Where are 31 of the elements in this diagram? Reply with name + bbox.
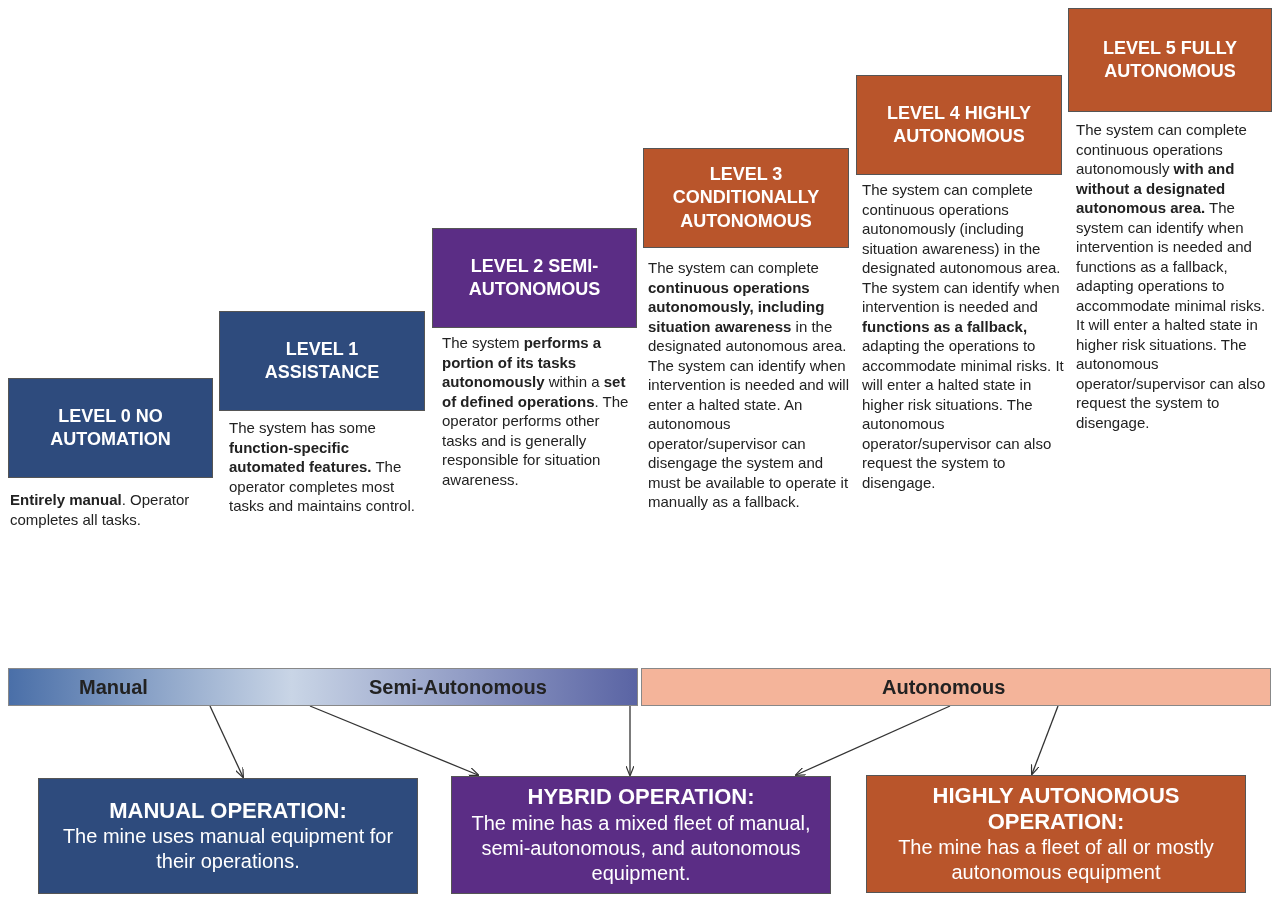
operation-box xyxy=(451,776,831,894)
level-box: LEVEL 1 ASSISTANCE xyxy=(219,311,425,411)
operation-heading: MANUAL OPERATION: xyxy=(109,797,347,825)
level-box: LEVEL 0 NO AUTOMATION xyxy=(8,378,213,478)
bar-label: Autonomous xyxy=(882,676,1006,699)
level-description: The system can complete continuous operations autonomously with and without a designated autonomous area. The system can identify when intervention is needed and functions as a fallback, adapting operations to accommodate minimal risks. It will enter a halted state in higher risk situations. The autonomous operator/supervisor can also request the system to disengage. xyxy=(1076,120,1267,432)
level-description: The system can complete continuous operations autonomously (including situation awareness) in the designated autonomous area. The system can identify when intervention is needed and functions as a fallback, adapting the operations to accommodate minimal risks. It will enter a halted state in higher risk situations. The autonomous operator/supervisor can also request the system to disengage. xyxy=(862,180,1065,492)
level-description: Entirely manual. Operator completes all tasks. xyxy=(10,490,191,529)
level-box: LEVEL 3 CONDITIONALLY AUTONOMOUS xyxy=(643,148,849,248)
level-description: The system can complete continuous operations autonomously, including situation awareness in the designated autonomous area. The system can identify when intervention is needed and will enter a halted state. An autonomous operator/supervisor can disengage the system and must be available to operate it manually as a fallback. xyxy=(648,258,850,512)
operation-description: The mine has a fleet of all or mostly autonomous equipment xyxy=(897,835,1215,886)
operation-heading: HIGHLY AUTONOMOUS OPERATION: xyxy=(931,782,1181,836)
level-description: The system performs a portion of its tasks autonomously within a set of defined operations. The operator performs other tasks and is generally responsible for situation awareness. xyxy=(442,333,630,489)
operation-box xyxy=(866,775,1246,893)
operation-heading: HYBRID OPERATION: xyxy=(527,784,755,811)
arrow xyxy=(794,705,951,776)
arrow xyxy=(209,705,244,779)
arrow xyxy=(1030,705,1059,776)
level-description: The system has some function-specific automated features. The operator completes most tasks and maintains control. xyxy=(229,418,416,516)
scale-bar xyxy=(641,668,1271,706)
bar-label: Semi-Autonomous xyxy=(369,676,547,699)
arrow xyxy=(625,705,635,777)
level-box: LEVEL 2 SEMI-AUTONOMOUS xyxy=(432,228,637,328)
scale-bar xyxy=(8,668,638,706)
operation-description: The mine uses manual equipment for their operations. xyxy=(61,824,395,875)
operation-box xyxy=(38,778,418,894)
operation-description: The mine has a mixed fleet of manual, semi-autonomous, and autonomous equipment. xyxy=(470,810,812,886)
level-box: LEVEL 4 HIGHLY AUTONOMOUS xyxy=(856,75,1062,175)
arrow xyxy=(309,705,480,776)
level-box: LEVEL 5 FULLY AUTONOMOUS xyxy=(1068,8,1272,112)
bar-label: Manual xyxy=(79,676,148,699)
